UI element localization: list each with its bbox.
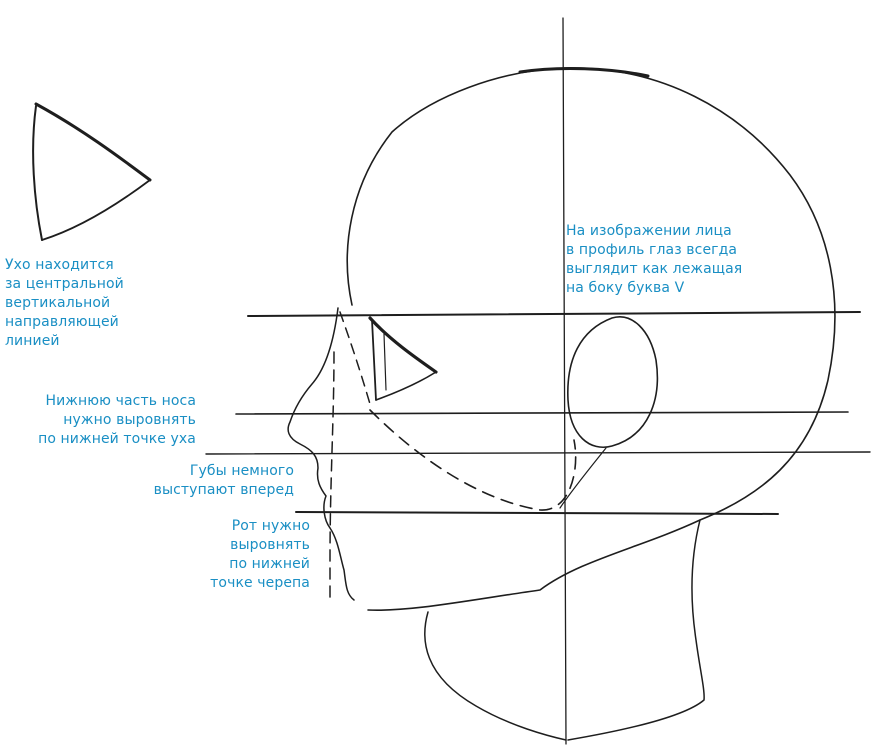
annotation-lips-line: выступают вперед	[80, 481, 294, 500]
annotation-nose-line: нужно выровнять	[4, 411, 196, 430]
annotation-eye-line: в профиль глаз всегда	[566, 241, 742, 260]
eye-detail-sketch	[33, 104, 150, 240]
annotation-mouth: Рот нужно выровнять по нижней точке чере…	[170, 517, 310, 593]
mouth-guide-line	[296, 512, 778, 514]
annotation-mouth-line: выровнять	[170, 536, 310, 555]
dashed-front-line	[330, 352, 334, 600]
annotation-mouth-line: по нижней	[170, 555, 310, 574]
neck	[425, 520, 704, 740]
annotation-mouth-line: Рот нужно	[170, 517, 310, 536]
annotation-ear-line: вертикальной	[5, 294, 124, 313]
annotation-ear-line: линией	[5, 332, 124, 351]
annotation-lips-line: Губы немного	[80, 462, 294, 481]
skull-outline	[347, 68, 835, 610]
nose-guide-line	[236, 412, 848, 414]
annotation-eye-line: выглядит как лежащая	[566, 260, 742, 279]
annotation-eye-line: на боку буква V	[566, 279, 742, 298]
annotation-ear-line: направляющей	[5, 313, 124, 332]
annotation-eye: На изображении лица в профиль глаз всегд…	[566, 222, 742, 298]
profile-eye	[370, 318, 436, 400]
center-vertical-guide	[563, 18, 566, 744]
annotation-mouth-line: точке черепа	[170, 574, 310, 593]
annotation-eye-line: На изображении лица	[566, 222, 742, 241]
dashed-face-plane	[340, 312, 370, 404]
annotation-ear-line: Ухо находится	[5, 256, 124, 275]
dashed-jaw-line	[370, 410, 576, 510]
annotation-ear: Ухо находится за центральной вертикально…	[5, 256, 124, 351]
annotation-nose-line: по нижней точке уха	[4, 430, 196, 449]
annotation-nose-line: Нижнюю часть носа	[4, 392, 196, 411]
annotation-ear-line: за центральной	[5, 275, 124, 294]
annotation-lips: Губы немного выступают вперед	[80, 462, 294, 500]
annotation-nose: Нижнюю часть носа нужно выровнять по ниж…	[4, 392, 196, 449]
lips-guide-line	[206, 452, 870, 454]
